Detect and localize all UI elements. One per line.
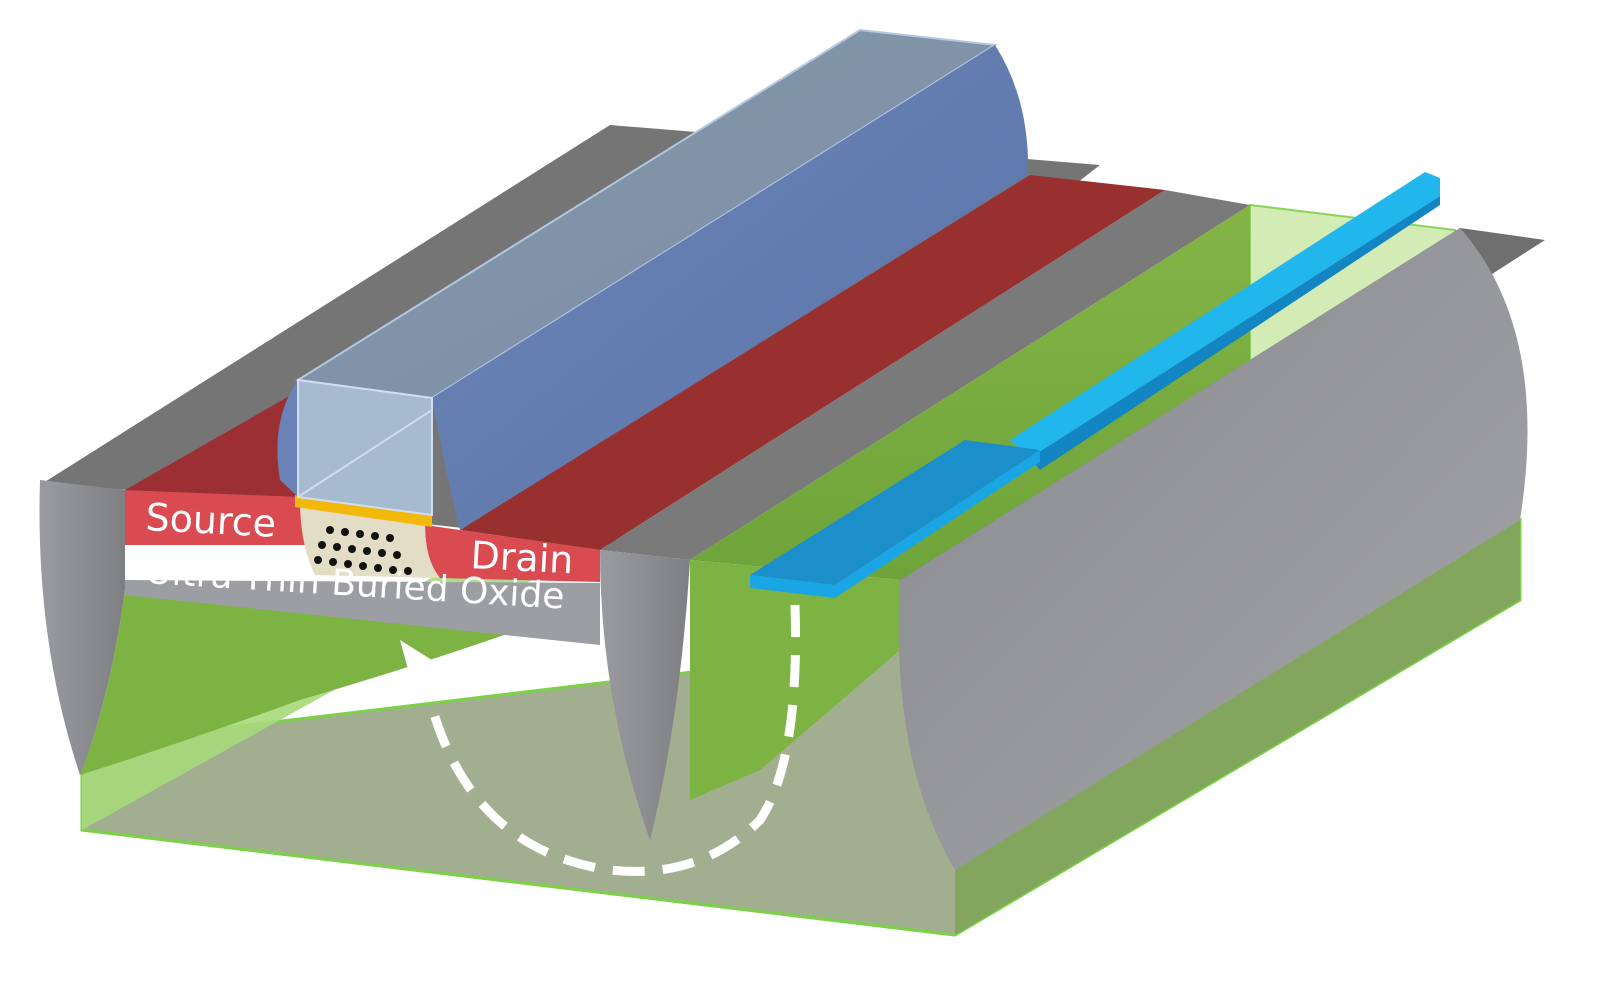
gate-side-left (277, 380, 298, 497)
middle-trench (600, 550, 690, 840)
channel-region (300, 500, 440, 578)
probe-thin (1010, 172, 1440, 458)
top-surface-middle (600, 190, 1250, 560)
substrate-right-face (955, 520, 1520, 935)
substrate-edge (81, 828, 956, 937)
drain-region (425, 525, 600, 582)
source-label: Source (145, 495, 278, 546)
probe-thin-shade (1030, 196, 1440, 470)
source-region (125, 490, 315, 545)
arrow-head (400, 640, 432, 684)
dashed-current-path (410, 604, 801, 876)
probe-wide-side (835, 450, 1040, 598)
gate-front-diagonal (297, 409, 433, 498)
gate-oxide (295, 495, 432, 527)
right-trench-block (898, 228, 1528, 870)
buried-oxide-layer (125, 580, 600, 645)
left-trench (39, 480, 125, 775)
left-trench-green (80, 590, 600, 775)
gate-side-right (432, 45, 1029, 530)
probe-wide-front (750, 575, 835, 598)
probe-wide-top (750, 440, 1040, 585)
drain-label: Drain (470, 533, 575, 582)
drain-region-top (460, 175, 1165, 550)
carrier-dots (314, 526, 412, 575)
gate-front-face (297, 378, 433, 517)
